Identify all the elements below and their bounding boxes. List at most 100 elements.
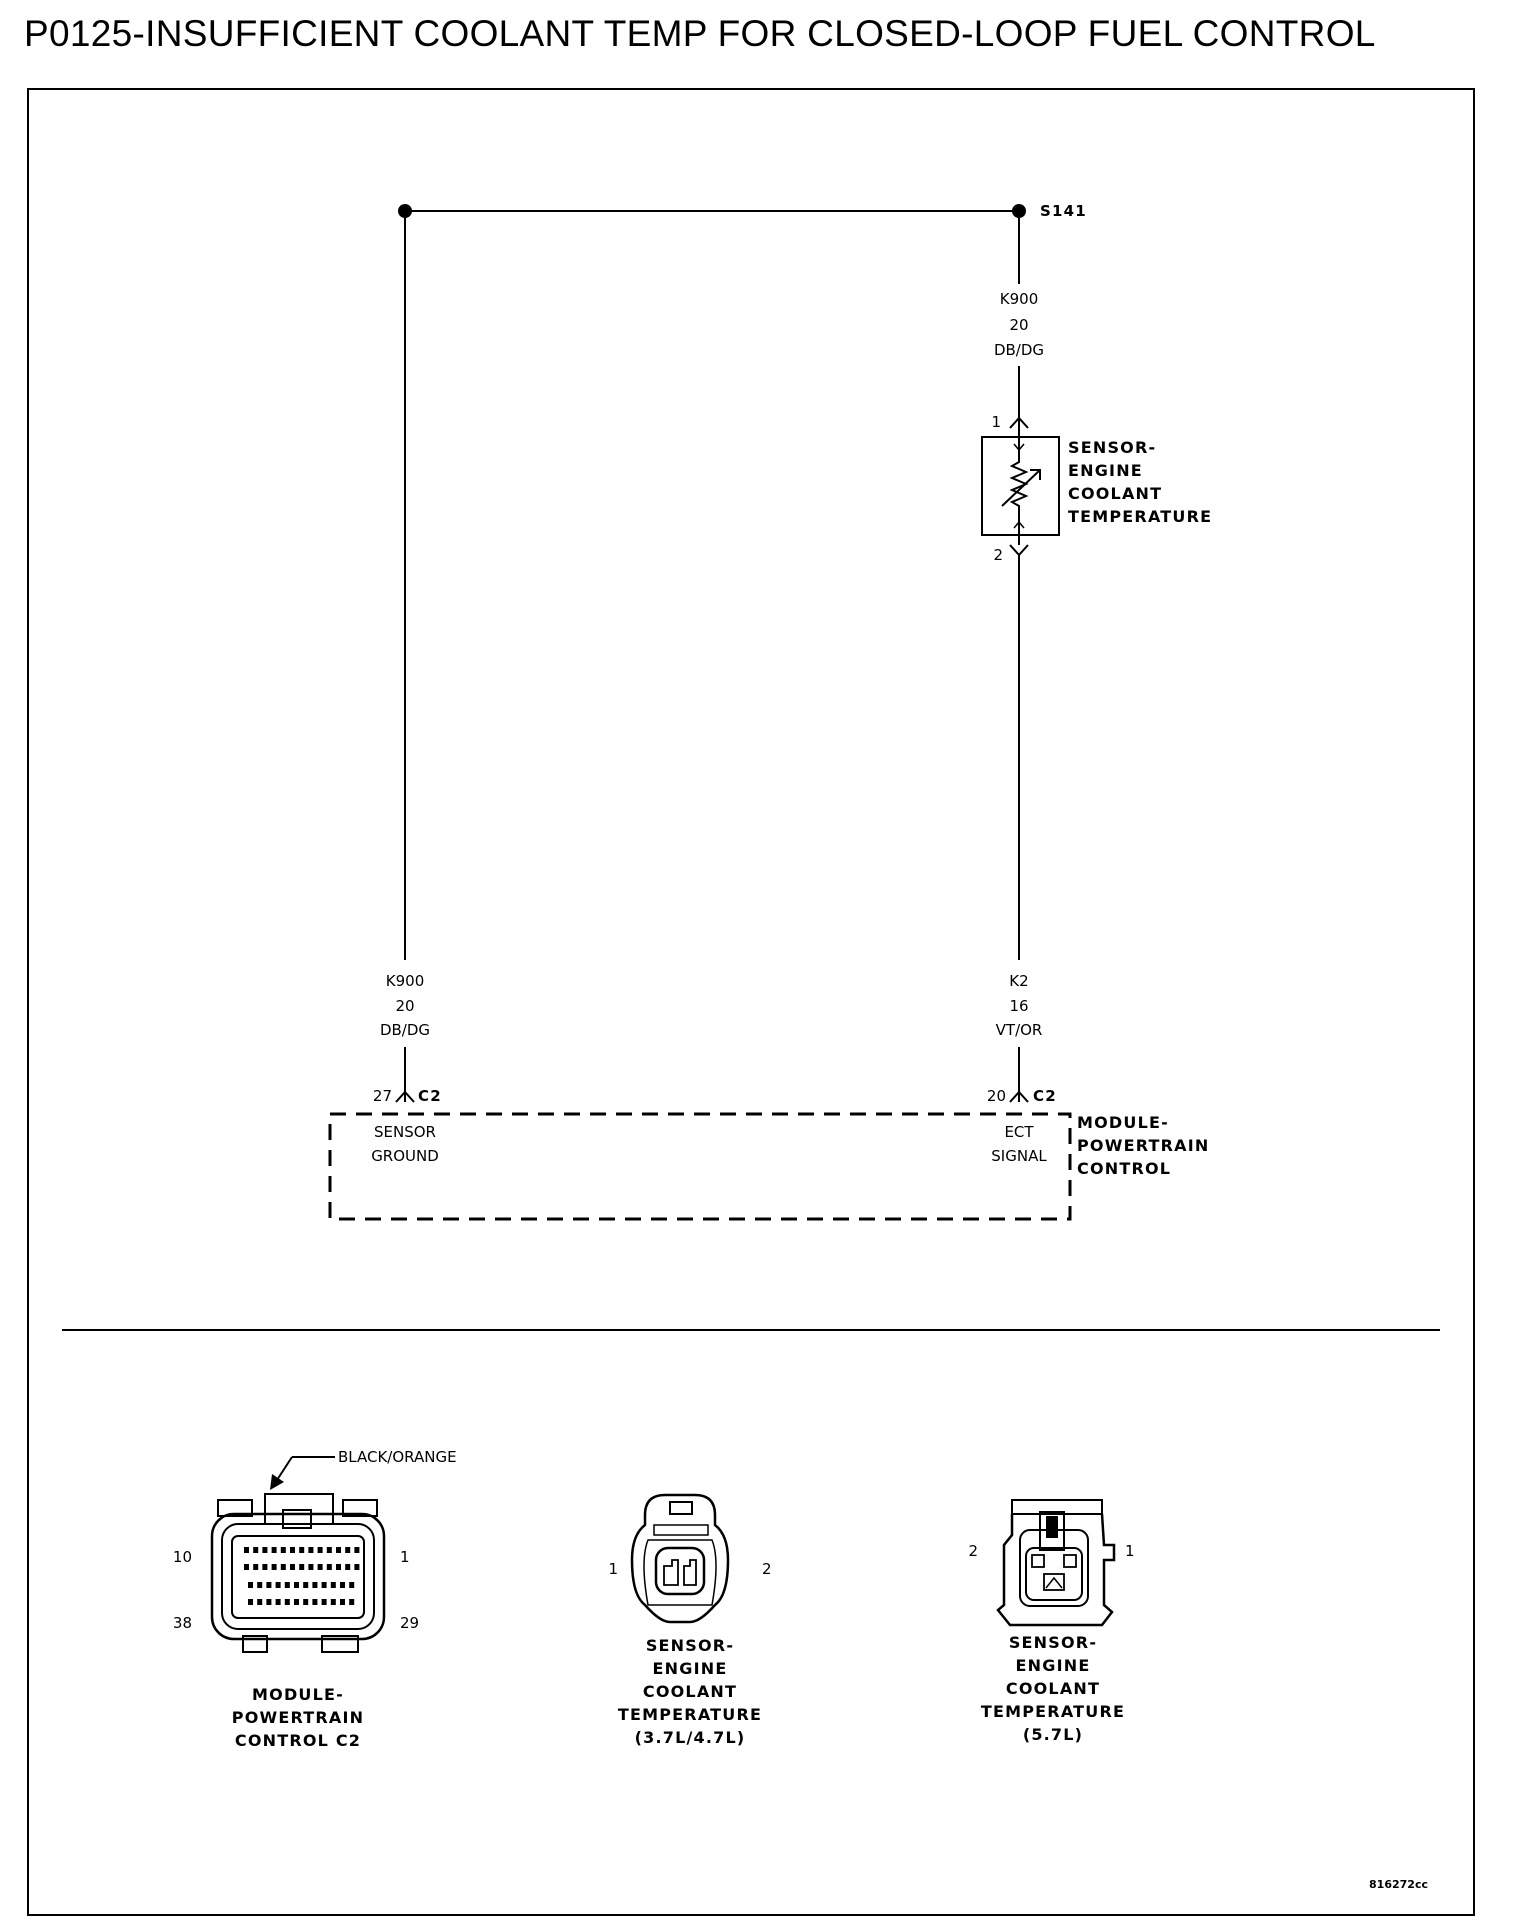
- pin-cavity: [271, 1547, 277, 1553]
- pcm-right-pin: 20: [987, 1087, 1006, 1105]
- ect-5-7-pin-right: 1: [1125, 1542, 1135, 1560]
- pin-cavity: [280, 1564, 286, 1570]
- pin-cavity: [284, 1599, 290, 1605]
- pcm-left-pin: 27: [373, 1087, 392, 1105]
- ect-3-7-caption-line3: COOLANT: [643, 1682, 737, 1701]
- pin-cavity: [248, 1582, 253, 1588]
- sensor-pin2-connector-icon: [1009, 544, 1029, 557]
- ect-3-7-pin-right: 2: [762, 1560, 772, 1578]
- pcm-c2-pin-1: 1: [400, 1548, 410, 1566]
- pcm-pin20-connector-icon: [1009, 1090, 1029, 1103]
- ect-3-7-pin-left: 1: [608, 1560, 618, 1578]
- pin-cavity: [321, 1599, 327, 1605]
- pin-cavity: [345, 1564, 351, 1570]
- pin-cavity: [275, 1582, 281, 1588]
- ect-5-7-pin-left: 2: [968, 1542, 978, 1560]
- pin-cavity: [280, 1547, 286, 1553]
- ect-3-7-caption-line4: TEMPERATURE: [618, 1705, 762, 1724]
- pin-cavity: [290, 1547, 295, 1553]
- ect-3-7-caption-line2: ENGINE: [653, 1659, 728, 1678]
- pcm-right-function-line1: ECT: [1004, 1123, 1034, 1141]
- ect-5-7-caption-line1: SENSOR-: [1009, 1633, 1097, 1652]
- pin-cavity: [354, 1564, 360, 1570]
- sensor-body: [981, 436, 1060, 536]
- sensor-pin2-label: 2: [993, 546, 1003, 564]
- wire-left-gauge: 20: [395, 997, 414, 1015]
- pin-cavity: [317, 1547, 323, 1553]
- pin-cavity: [257, 1582, 263, 1588]
- wire-top-gauge: 20: [1009, 316, 1028, 334]
- ect-5-7-caption-line4: TEMPERATURE: [981, 1702, 1125, 1721]
- wire-left-circuit: K900: [386, 972, 424, 990]
- sensor-label-line4: TEMPERATURE: [1068, 507, 1212, 526]
- pin-cavity: [317, 1564, 323, 1570]
- page-title: P0125-INSUFFICIENT COOLANT TEMP FOR CLOS…: [24, 13, 1376, 54]
- pcm-label-line3: CONTROL: [1077, 1159, 1171, 1178]
- pcm-left-connector: C2: [418, 1087, 442, 1105]
- splice-label: S141: [1040, 202, 1087, 220]
- pin-cavity: [340, 1599, 345, 1605]
- pin-cavity: [308, 1547, 314, 1553]
- ect-3-7-connector-view: 1 2 SENSOR- ENGINE COOLANT TEMPERATURE (…: [608, 1493, 772, 1747]
- ect-5-7-caption-line3: COOLANT: [1006, 1679, 1100, 1698]
- pcm-c2-pin-10: 10: [173, 1548, 192, 1566]
- ect-5-7-latch-icon: [1039, 1511, 1065, 1551]
- ect-3-7-caption-line1: SENSOR-: [646, 1636, 734, 1655]
- pin-cavity: [299, 1547, 305, 1553]
- ect-5-7-terminal-1-icon: [1063, 1554, 1077, 1568]
- ect-5-7-terminal-2-icon: [1031, 1554, 1045, 1568]
- ect-3-7-shell: [630, 1493, 730, 1624]
- wire-right-color: VT/OR: [996, 1021, 1043, 1039]
- pin-cavity: [354, 1547, 360, 1553]
- pin-cavity: [326, 1564, 332, 1570]
- pin-cavity: [303, 1582, 309, 1588]
- sensor-label-line2: ENGINE: [1068, 461, 1143, 480]
- pin-cavity: [266, 1582, 272, 1588]
- callout-arrow-icon: [270, 1474, 284, 1490]
- pin-cavity: [248, 1599, 253, 1605]
- pcm-c2-pin-29: 29: [400, 1614, 419, 1632]
- pin-cavity: [336, 1547, 341, 1553]
- wire-right-gauge: 16: [1009, 997, 1028, 1015]
- pcm-pin27-connector-icon: [395, 1090, 415, 1103]
- pcm-c2-caption-line1: MODULE-: [252, 1685, 344, 1704]
- pin-cavity: [326, 1547, 332, 1553]
- pcm-c2-pin-grid: [244, 1547, 360, 1605]
- sensor-label-line1: SENSOR-: [1068, 438, 1156, 457]
- figure-code: 816272cc: [1369, 1878, 1428, 1891]
- pin-cavity: [308, 1564, 314, 1570]
- pin-cavity: [290, 1564, 295, 1570]
- variable-resistor-arrow-icon: [1001, 469, 1041, 507]
- wire-top-circuit: K900: [1000, 290, 1038, 308]
- pcm-left-function-line2: GROUND: [371, 1147, 439, 1165]
- wire-right-circuit: K2: [1009, 972, 1028, 990]
- pin-cavity: [284, 1582, 290, 1588]
- wire-left-color: DB/DG: [380, 1021, 430, 1039]
- pin-cavity: [294, 1599, 299, 1605]
- ect-3-7-terminal-2-icon: [683, 1559, 697, 1586]
- pin-cavity: [262, 1564, 268, 1570]
- pin-cavity: [244, 1547, 249, 1553]
- pin-cavity: [321, 1582, 327, 1588]
- pin-cavity: [340, 1582, 345, 1588]
- pcm-module-box: [328, 1112, 1072, 1221]
- ect-5-7-caption-line2: ENGINE: [1016, 1656, 1091, 1675]
- pcm-left-function-line1: SENSOR: [374, 1123, 436, 1141]
- sensor-label-line3: COOLANT: [1068, 484, 1162, 503]
- pin-cavity: [349, 1599, 355, 1605]
- ect-5-7-shell: [996, 1513, 1116, 1627]
- sensor-pin1-connector-icon: [1009, 416, 1029, 429]
- ect-3-7-caption-line5: (3.7L/4.7L): [635, 1728, 746, 1747]
- pcm-c2-caption-line2: POWERTRAIN: [232, 1708, 364, 1727]
- pcm-right-connector: C2: [1033, 1087, 1057, 1105]
- pin-cavity: [266, 1599, 272, 1605]
- pcm-c2-pin-38: 38: [173, 1614, 192, 1632]
- pcm-c2-callout: BLACK/ORANGE: [338, 1448, 457, 1466]
- thermistor-icon: [1009, 448, 1029, 526]
- pin-cavity: [330, 1599, 336, 1605]
- pin-cavity: [262, 1547, 268, 1553]
- pcm-label-line1: MODULE-: [1077, 1113, 1169, 1132]
- pin-cavity: [299, 1564, 305, 1570]
- pin-cavity: [253, 1547, 259, 1553]
